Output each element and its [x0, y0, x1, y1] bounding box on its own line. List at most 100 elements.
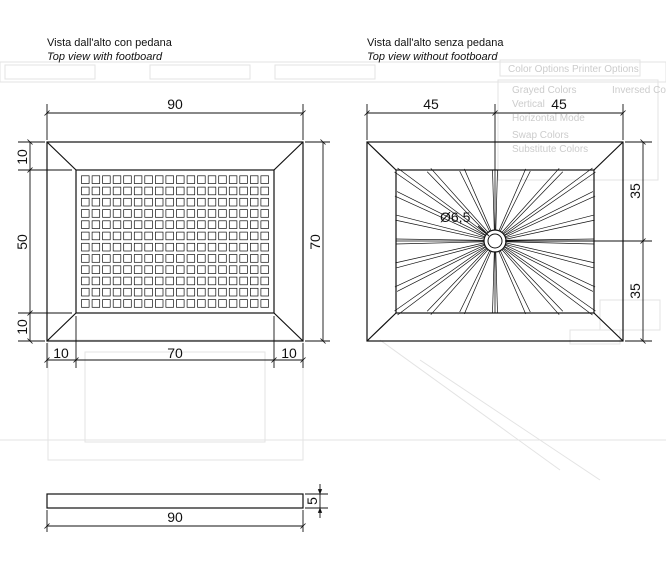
grid-hole [133, 242, 143, 252]
grid-hole [197, 276, 206, 286]
grid-hole [228, 231, 238, 241]
slope-line [499, 250, 531, 313]
grid-hole [186, 231, 196, 241]
grid-hole [239, 197, 248, 207]
grid-hole [239, 254, 248, 263]
grid-hole [81, 265, 90, 274]
grid-hole [186, 197, 196, 207]
grid-hole [218, 231, 227, 241]
grid-hole [144, 265, 153, 274]
grid-hole [133, 276, 143, 286]
grid-hole [165, 186, 174, 196]
slope-line [397, 167, 487, 235]
grid-hole [144, 220, 153, 229]
grid-hole [102, 299, 111, 308]
grid-hole [218, 276, 227, 286]
grid-hole [133, 265, 143, 274]
grid-hole [133, 231, 143, 241]
grid-hole [197, 287, 206, 297]
ghost-label: Grayed Colors [512, 85, 576, 96]
grid-hole [144, 276, 153, 286]
grid-hole [186, 175, 196, 184]
grid-hole [218, 254, 227, 263]
grid-hole [165, 197, 174, 207]
grid-hole [218, 209, 227, 218]
grid-hole [239, 287, 248, 297]
left-inner-height-label: 50 [14, 234, 30, 250]
grid-hole [218, 265, 227, 274]
grid-hole [102, 220, 111, 229]
slope-line [503, 167, 593, 235]
slope-line [505, 242, 595, 264]
right-lower-label: 35 [627, 283, 643, 299]
grid-hole [260, 186, 269, 196]
slope-line [505, 244, 596, 288]
grid-hole [260, 220, 269, 229]
slope-line [394, 246, 486, 312]
grid-hole [197, 209, 206, 218]
grid-hole [228, 186, 238, 196]
grid-hole [250, 186, 259, 196]
grid-hole [81, 220, 90, 229]
drain [483, 229, 507, 253]
grid-hole [228, 299, 238, 308]
grid-hole [165, 209, 174, 218]
grid-hole [165, 254, 174, 263]
slope-line [505, 214, 594, 239]
slope-line [505, 195, 596, 238]
grid-hole [144, 287, 153, 297]
grid-hole [228, 197, 238, 207]
side-width-label: 90 [167, 509, 183, 525]
grid-hole [260, 254, 269, 263]
grid-hole [81, 242, 90, 252]
grid-hole [239, 209, 248, 218]
grid-hole [91, 209, 101, 218]
right-dimension-lines [364, 104, 652, 344]
grid-hole [260, 209, 269, 218]
slope-line [505, 244, 594, 269]
grid-hole [197, 265, 206, 274]
grid-hole [155, 276, 164, 286]
grid-hole [144, 299, 153, 308]
slope-line [503, 247, 593, 316]
grid-hole [250, 220, 259, 229]
grid-hole [144, 231, 153, 241]
grid-hole [144, 242, 153, 252]
grid-hole [133, 197, 143, 207]
left-footboard-outline [75, 169, 275, 314]
grid-hole [155, 265, 164, 274]
grid-hole [133, 209, 143, 218]
grid-hole [81, 299, 90, 308]
grid-hole [197, 242, 206, 252]
grid-hole [91, 276, 101, 286]
slope-line [463, 168, 492, 231]
grid-hole [176, 186, 185, 196]
grid-hole [228, 242, 238, 252]
grid-hole [176, 299, 185, 308]
grid-hole [133, 287, 143, 297]
ghost-label: Substitute Colors [512, 144, 588, 155]
grid-hole [165, 175, 174, 184]
left-width-label: 90 [167, 96, 183, 112]
grid-hole [91, 254, 101, 263]
slope-line [504, 246, 596, 312]
drain-slope-lines [394, 167, 596, 316]
grid-hole [81, 276, 90, 286]
grid-hole [123, 287, 132, 297]
grid-hole [207, 209, 217, 218]
grid-hole [239, 220, 248, 229]
right-half-right-label: 45 [551, 96, 567, 112]
grid-hole [218, 220, 227, 229]
footboard-grid [81, 175, 269, 308]
ghost-label: Color Options [508, 64, 569, 75]
grid-hole [250, 242, 259, 252]
grid-hole [155, 287, 164, 297]
left-margin-left-label: 10 [53, 345, 69, 361]
grid-hole [144, 197, 153, 207]
slope-line [396, 244, 485, 269]
grid-hole [197, 254, 206, 263]
grid-hole [123, 197, 132, 207]
grid-hole [123, 276, 132, 286]
